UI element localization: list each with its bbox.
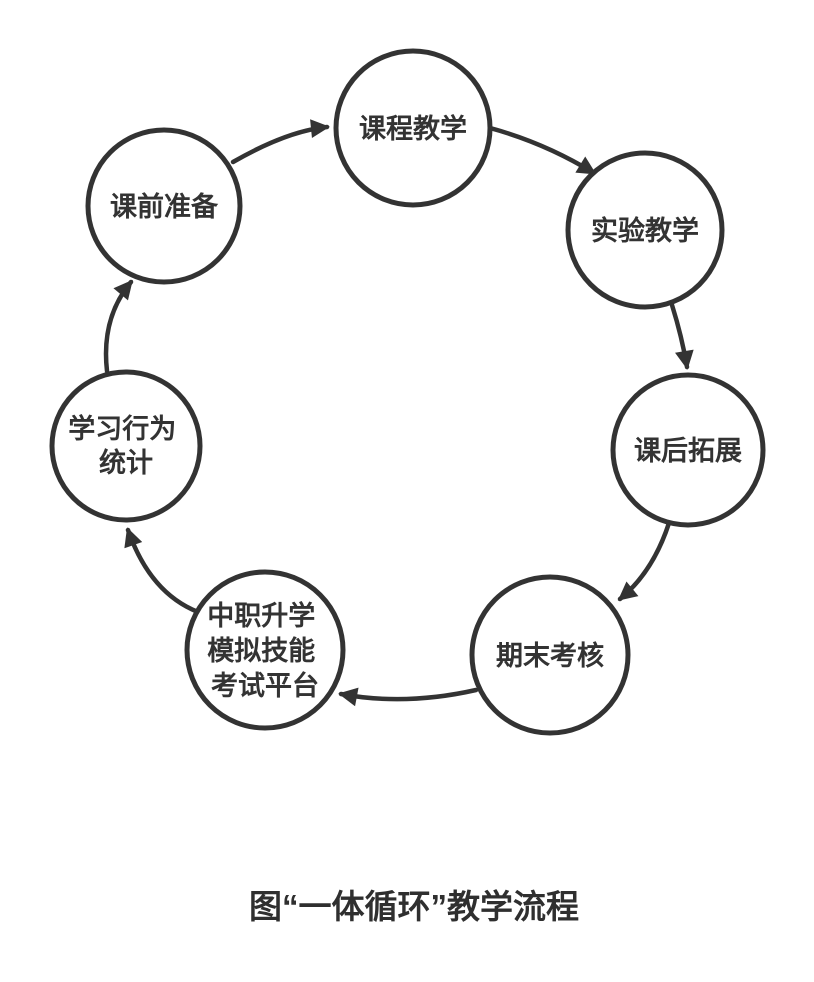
arrow-experiment-to-after-class (669, 302, 694, 370)
node-circle-experiment-teaching (565, 150, 725, 310)
node-label-final-assessment: 期末考核 (496, 640, 604, 671)
node-experiment-teaching: 实验教学 (565, 150, 725, 310)
node-label-after-class-expansion: 课后拓展 (634, 436, 742, 466)
figure-caption: 图“一体循环”教学流程 (249, 888, 579, 925)
node-label-course-teaching: 课程教学 (359, 113, 467, 144)
node-learning-behavior-statistics: 学习行为 统计 (49, 369, 203, 523)
node-label-learning-behavior-statistics: 学习行为 统计 (68, 413, 184, 478)
node-circle-exam-platform (184, 569, 346, 731)
arrow-statistics-to-pre-class (103, 279, 134, 374)
node-circle-course-teaching (333, 48, 493, 208)
arrow-pre-class-to-course (230, 119, 330, 165)
node-label-exam-platform: 中职升学 模拟技能 考试平台 (207, 600, 323, 701)
node-after-class-expansion: 课后拓展 (610, 372, 766, 528)
node-final-assessment: 期末考核 (469, 574, 631, 736)
arrow-final-to-platform (338, 687, 479, 707)
node-label-experiment-teaching: 实验教学 (591, 215, 699, 246)
arrow-after-class-to-final (617, 520, 672, 602)
node-circle-pre-class-preparation (85, 127, 243, 285)
arrow-course-to-experiment (487, 125, 597, 176)
node-pre-class-preparation: 课前准备 (85, 127, 243, 285)
node-course-teaching: 课程教学 (333, 48, 493, 208)
node-exam-platform: 中职升学 模拟技能 考试平台 (184, 569, 346, 731)
node-circle-learning-behavior-statistics (49, 369, 203, 523)
arrow-platform-to-statistics (124, 527, 201, 615)
node-label-pre-class-preparation: 课前准备 (110, 191, 219, 222)
node-circle-after-class-expansion (610, 372, 766, 528)
node-circle-final-assessment (469, 574, 631, 736)
